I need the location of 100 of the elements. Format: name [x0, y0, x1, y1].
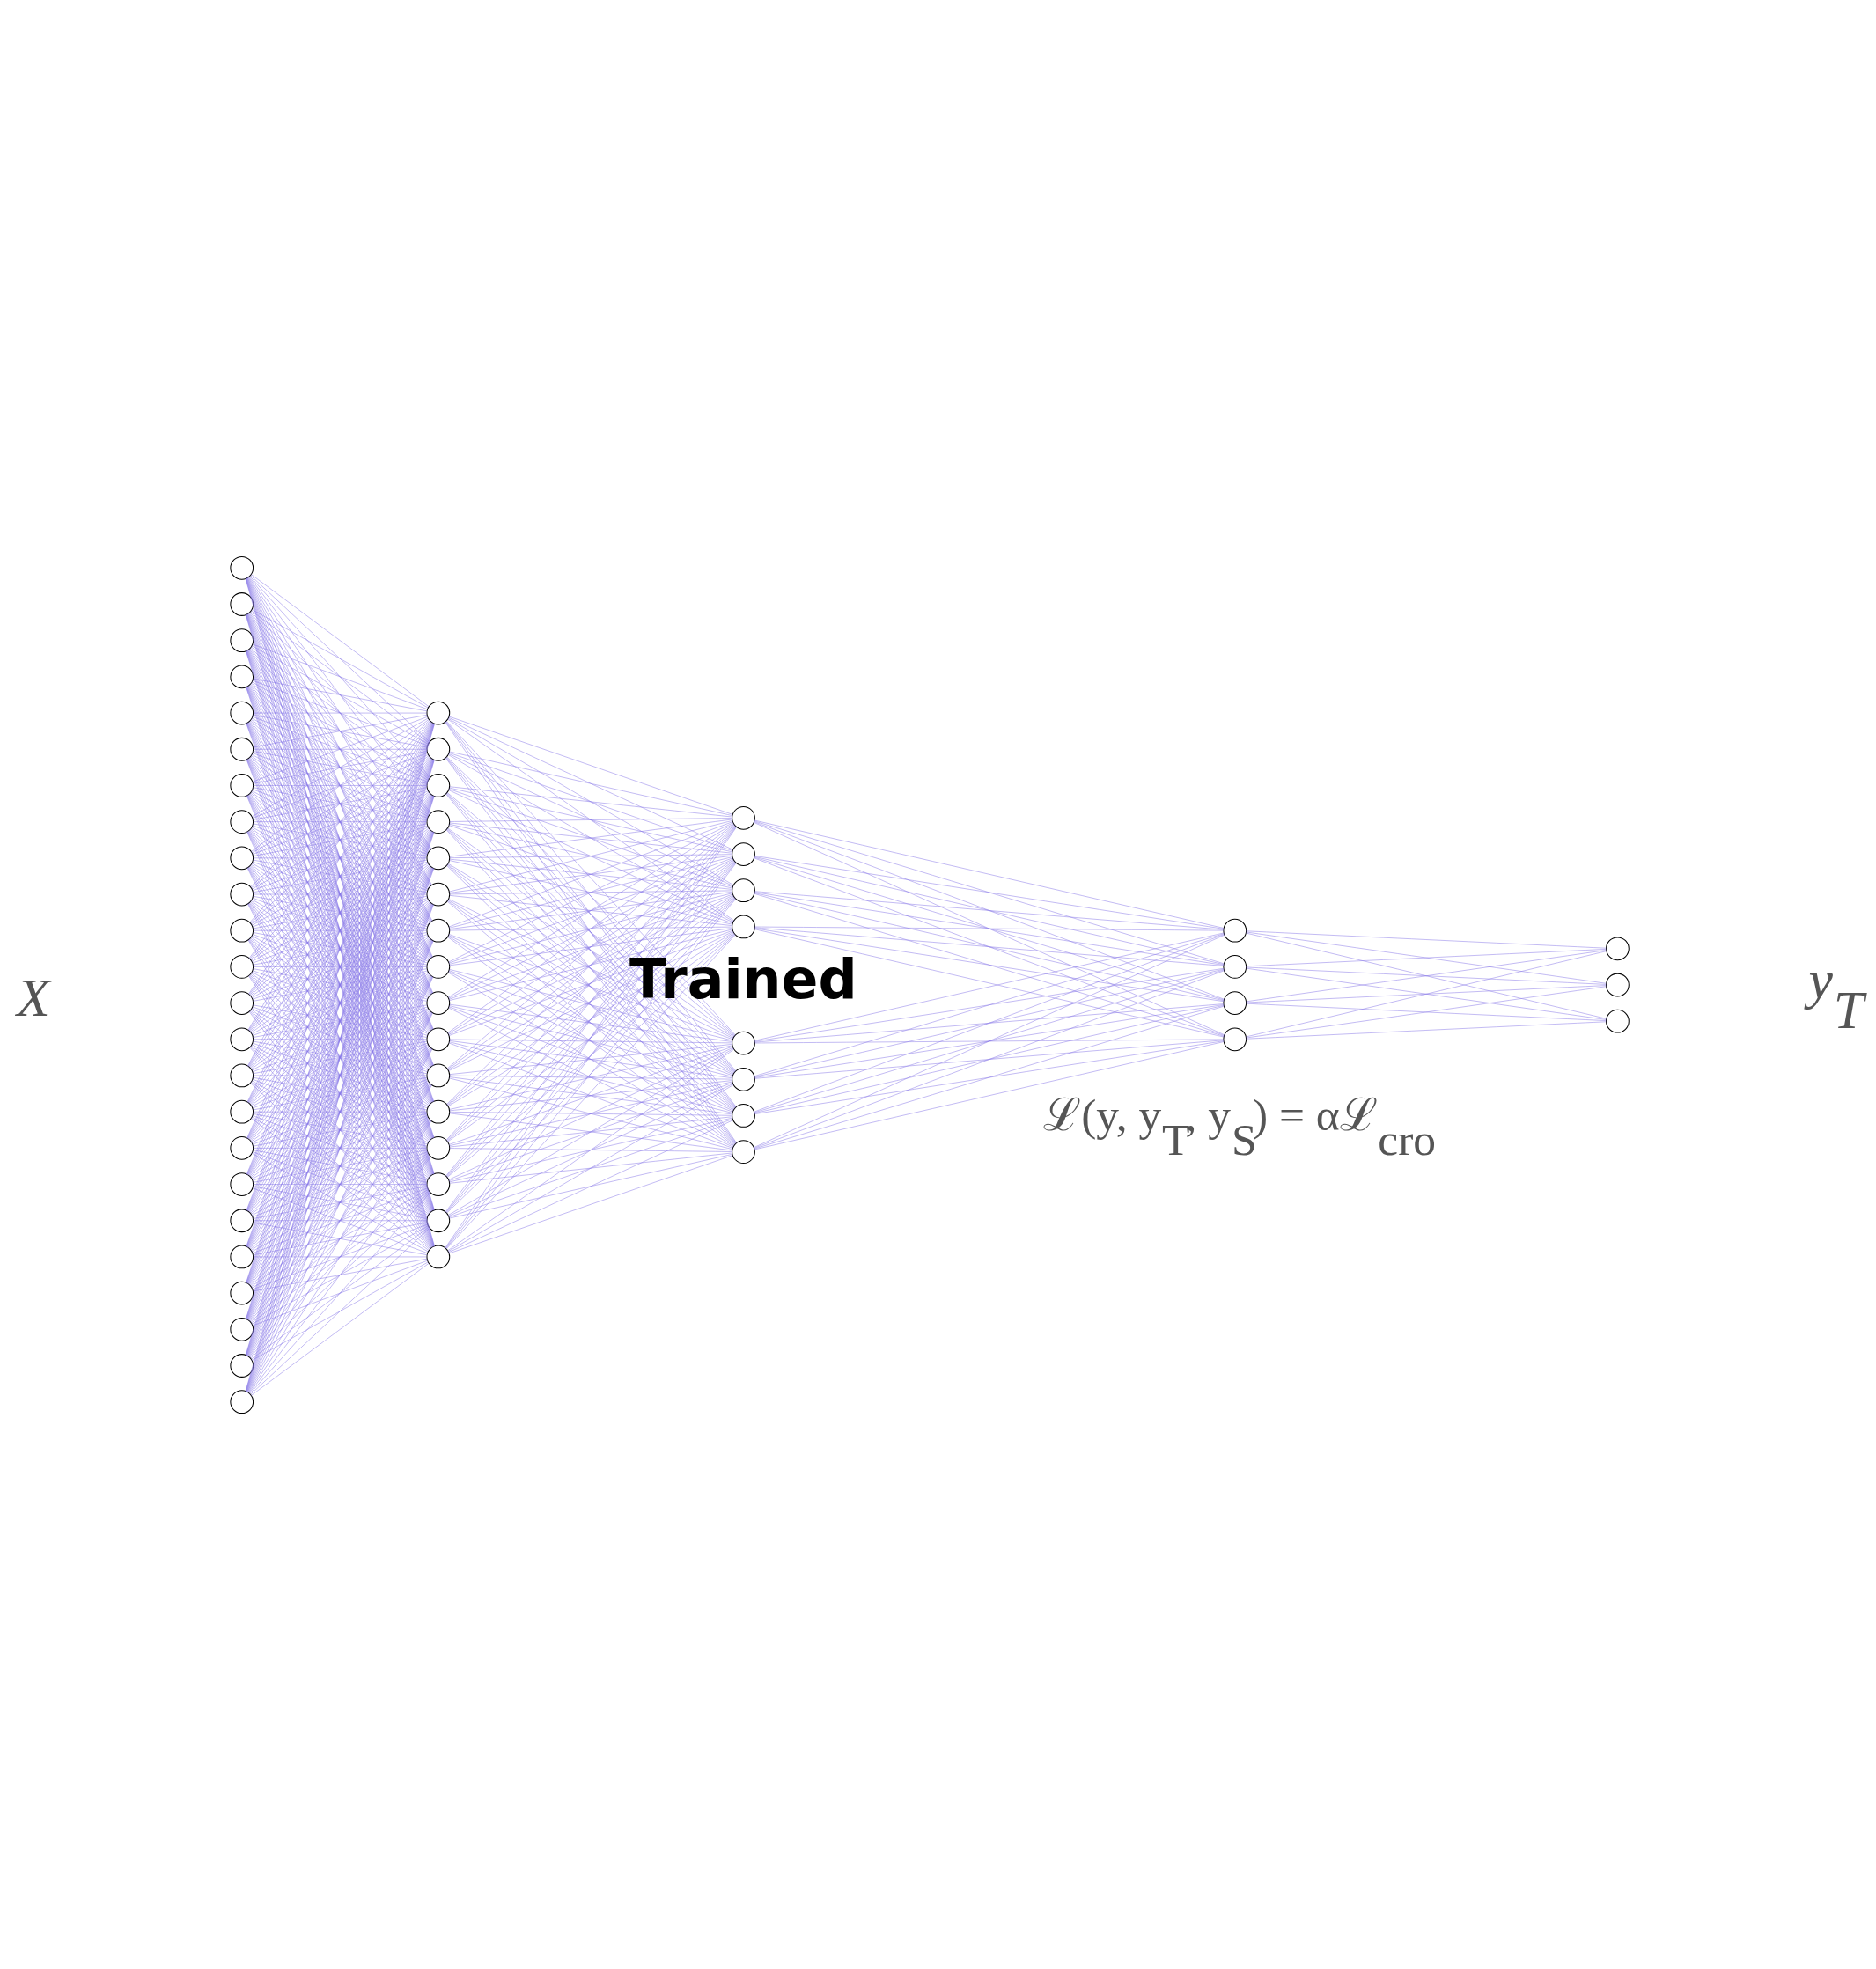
connector [253, 1076, 428, 1110]
connector [448, 1083, 733, 1216]
node-circle [230, 809, 254, 834]
connector [754, 857, 1225, 1036]
connector [252, 933, 428, 1000]
node-circle [230, 1135, 254, 1160]
connector [253, 857, 428, 858]
connector [448, 1047, 734, 1216]
connector [253, 1039, 428, 1040]
node-circle [230, 773, 254, 797]
connector [250, 647, 430, 814]
connector [253, 1258, 428, 1291]
connector [252, 971, 429, 1070]
connector [754, 1040, 1225, 1114]
node-circle [426, 882, 451, 906]
connector [448, 1084, 734, 1252]
connector [754, 820, 1225, 1000]
node-circle [1223, 990, 1247, 1015]
connector [249, 1156, 430, 1357]
connector [251, 791, 430, 924]
connector [449, 1004, 733, 1077]
connector [754, 933, 1225, 1112]
connector [1246, 930, 1607, 948]
connector [754, 1005, 1225, 1149]
connector [253, 931, 428, 965]
node-circle [230, 1281, 254, 1304]
connector [253, 678, 428, 711]
connector [449, 1147, 732, 1152]
node-circle [1223, 954, 1247, 979]
connector [754, 969, 1225, 1149]
connector [448, 716, 733, 850]
connector [251, 754, 430, 888]
node-circle [230, 701, 254, 724]
connector [1246, 949, 1607, 1002]
connector [249, 684, 430, 886]
connector [252, 826, 429, 925]
connector [754, 1039, 1224, 1043]
connector [250, 683, 430, 851]
connector [449, 890, 732, 894]
connector [1246, 932, 1607, 1019]
connector [448, 972, 734, 1146]
node-circle [426, 1172, 451, 1196]
connector [449, 787, 733, 852]
connector [253, 1183, 428, 1185]
node-circle [1606, 936, 1630, 960]
connector [449, 892, 733, 965]
node-circle [426, 809, 451, 834]
node-circle [732, 1139, 755, 1164]
node-circle [230, 1245, 254, 1268]
connector [252, 825, 428, 891]
node-circle [230, 1172, 254, 1196]
node-circle [1606, 1009, 1630, 1033]
connector [448, 716, 733, 815]
connector [448, 789, 733, 922]
connector [252, 790, 429, 889]
connector [252, 716, 428, 782]
connector [754, 928, 1225, 1002]
connector [448, 1154, 733, 1253]
connector [449, 1153, 733, 1218]
node-circle [426, 1245, 451, 1268]
connector [253, 1222, 428, 1255]
connector [251, 1081, 430, 1215]
connector [1246, 950, 1607, 1037]
connector [252, 717, 429, 817]
node-circle [426, 1208, 451, 1232]
connector [251, 1117, 430, 1251]
connector [252, 681, 429, 781]
connector [449, 1039, 732, 1043]
connector [448, 717, 734, 885]
connector [253, 1075, 428, 1076]
connector [448, 969, 733, 1076]
connector [754, 855, 1225, 929]
connector [449, 929, 733, 1001]
connector [448, 1082, 733, 1181]
node-circle [426, 845, 451, 870]
connector [448, 753, 734, 922]
connector [251, 610, 430, 743]
connector [252, 1187, 428, 1253]
node-circle [426, 918, 451, 943]
connector [754, 856, 1225, 965]
connector [253, 714, 428, 747]
connector [449, 1111, 732, 1116]
connector [253, 1256, 428, 1257]
node-circle [230, 1353, 254, 1378]
connector [251, 1009, 430, 1142]
node-circle [426, 1026, 451, 1051]
connector [250, 575, 430, 742]
connector [252, 1116, 429, 1216]
connector [251, 573, 430, 707]
node-circle [230, 665, 254, 688]
connector [754, 1003, 1225, 1078]
connector [1246, 1021, 1607, 1039]
node-circle [230, 628, 254, 652]
node-circle [230, 1317, 254, 1341]
connector [754, 1004, 1225, 1113]
connector [253, 929, 428, 930]
connector [249, 793, 430, 995]
connector [448, 858, 734, 998]
node-circle [732, 1031, 755, 1054]
connector [253, 712, 428, 713]
